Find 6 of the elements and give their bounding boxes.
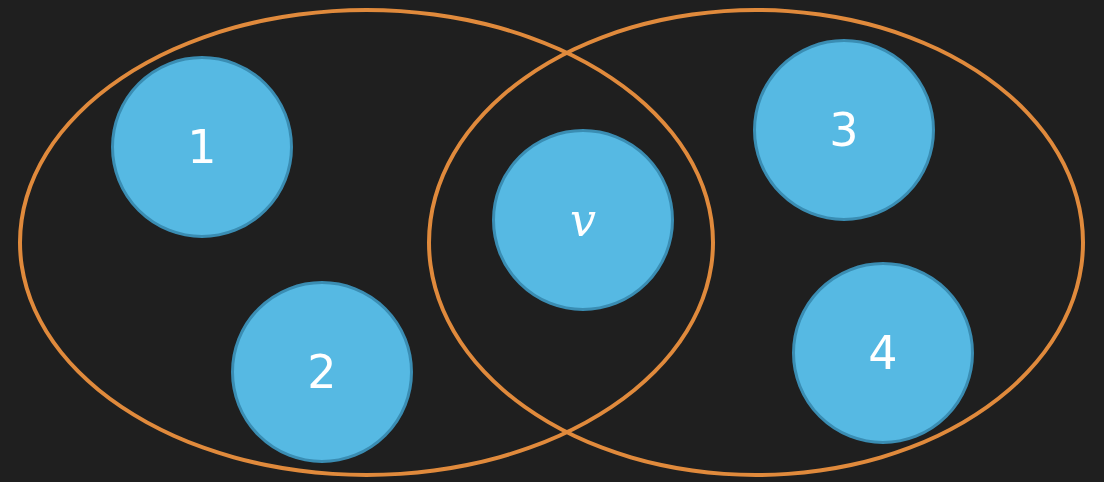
node-label: 3 xyxy=(829,107,859,153)
node-label: 4 xyxy=(868,330,898,376)
node-label: 2 xyxy=(307,349,337,395)
node-label: v xyxy=(570,197,596,243)
node-label: 1 xyxy=(187,124,217,170)
ellipse-outline xyxy=(427,8,1085,477)
